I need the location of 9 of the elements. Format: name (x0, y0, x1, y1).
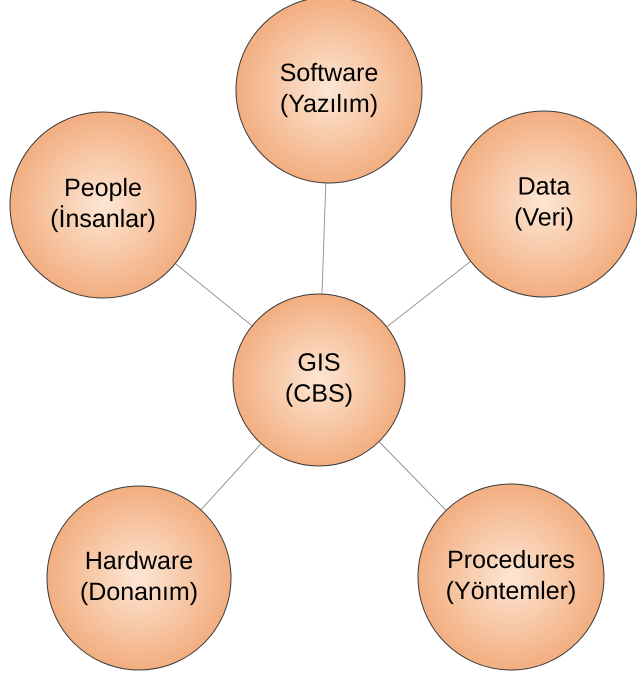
connector-line (175, 263, 252, 326)
circle-node: GIS (CBS) (232, 294, 406, 466)
connector-line (378, 442, 446, 510)
connector-line (386, 261, 471, 328)
circle-node: People (İnsanlar) (10, 112, 196, 298)
circle-node: Procedures (Yöntemler) (418, 484, 604, 670)
circle-node: Hardware (Donanım) (46, 486, 232, 670)
connector-line (322, 183, 326, 294)
connector-line (200, 444, 262, 510)
